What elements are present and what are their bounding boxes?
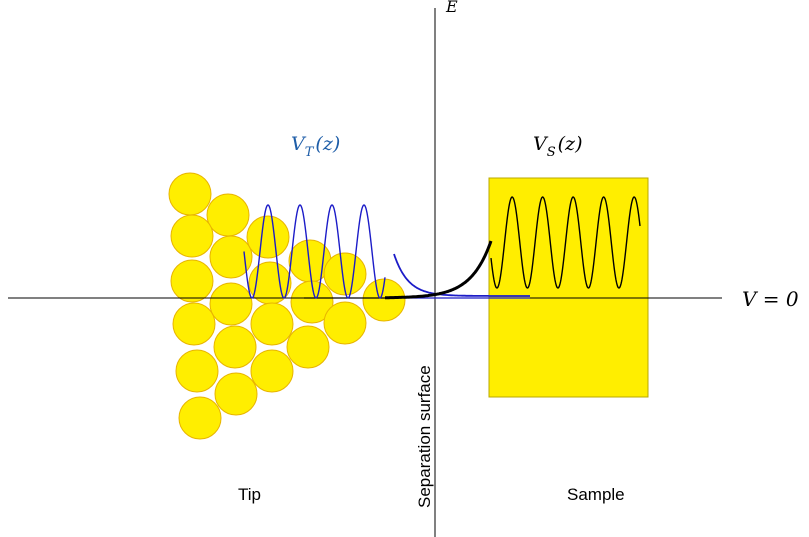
tip-atom — [206, 193, 250, 237]
tip-decay-tail — [393, 253, 530, 297]
separation-surface-label: Separation surface — [415, 365, 434, 508]
tip-atom — [323, 301, 367, 345]
tip-atom — [172, 302, 216, 346]
sample-label: Sample — [567, 485, 625, 504]
sample-wavefunction — [490, 196, 641, 289]
tip-atom — [286, 325, 330, 369]
tip-atom — [170, 259, 214, 303]
tip-wavefunction — [243, 204, 386, 299]
tip-label: Tip — [238, 485, 261, 504]
zero-potential-label: V = 0 — [742, 287, 799, 311]
tip-atom — [209, 235, 253, 279]
tip-potential-label: VT(z) — [291, 133, 340, 160]
tip-atom — [209, 282, 253, 326]
tip-atom — [170, 214, 214, 258]
tip-atom — [246, 215, 290, 259]
tip-atom — [168, 172, 212, 216]
energy-axis-label: E — [445, 0, 458, 16]
tip-atom — [323, 252, 367, 296]
tip-atom — [250, 349, 294, 393]
tip-atom — [175, 349, 219, 393]
tip-atom — [178, 396, 222, 440]
tip-atom — [250, 302, 294, 346]
sample-potential-label: VS(z) — [533, 133, 582, 160]
sample-decay-tail — [385, 240, 493, 300]
sample-block — [488, 177, 649, 398]
tip-atom — [213, 325, 257, 369]
tip-atoms — [168, 172, 406, 440]
tip-atom — [214, 372, 258, 416]
tip-atom — [362, 278, 406, 322]
